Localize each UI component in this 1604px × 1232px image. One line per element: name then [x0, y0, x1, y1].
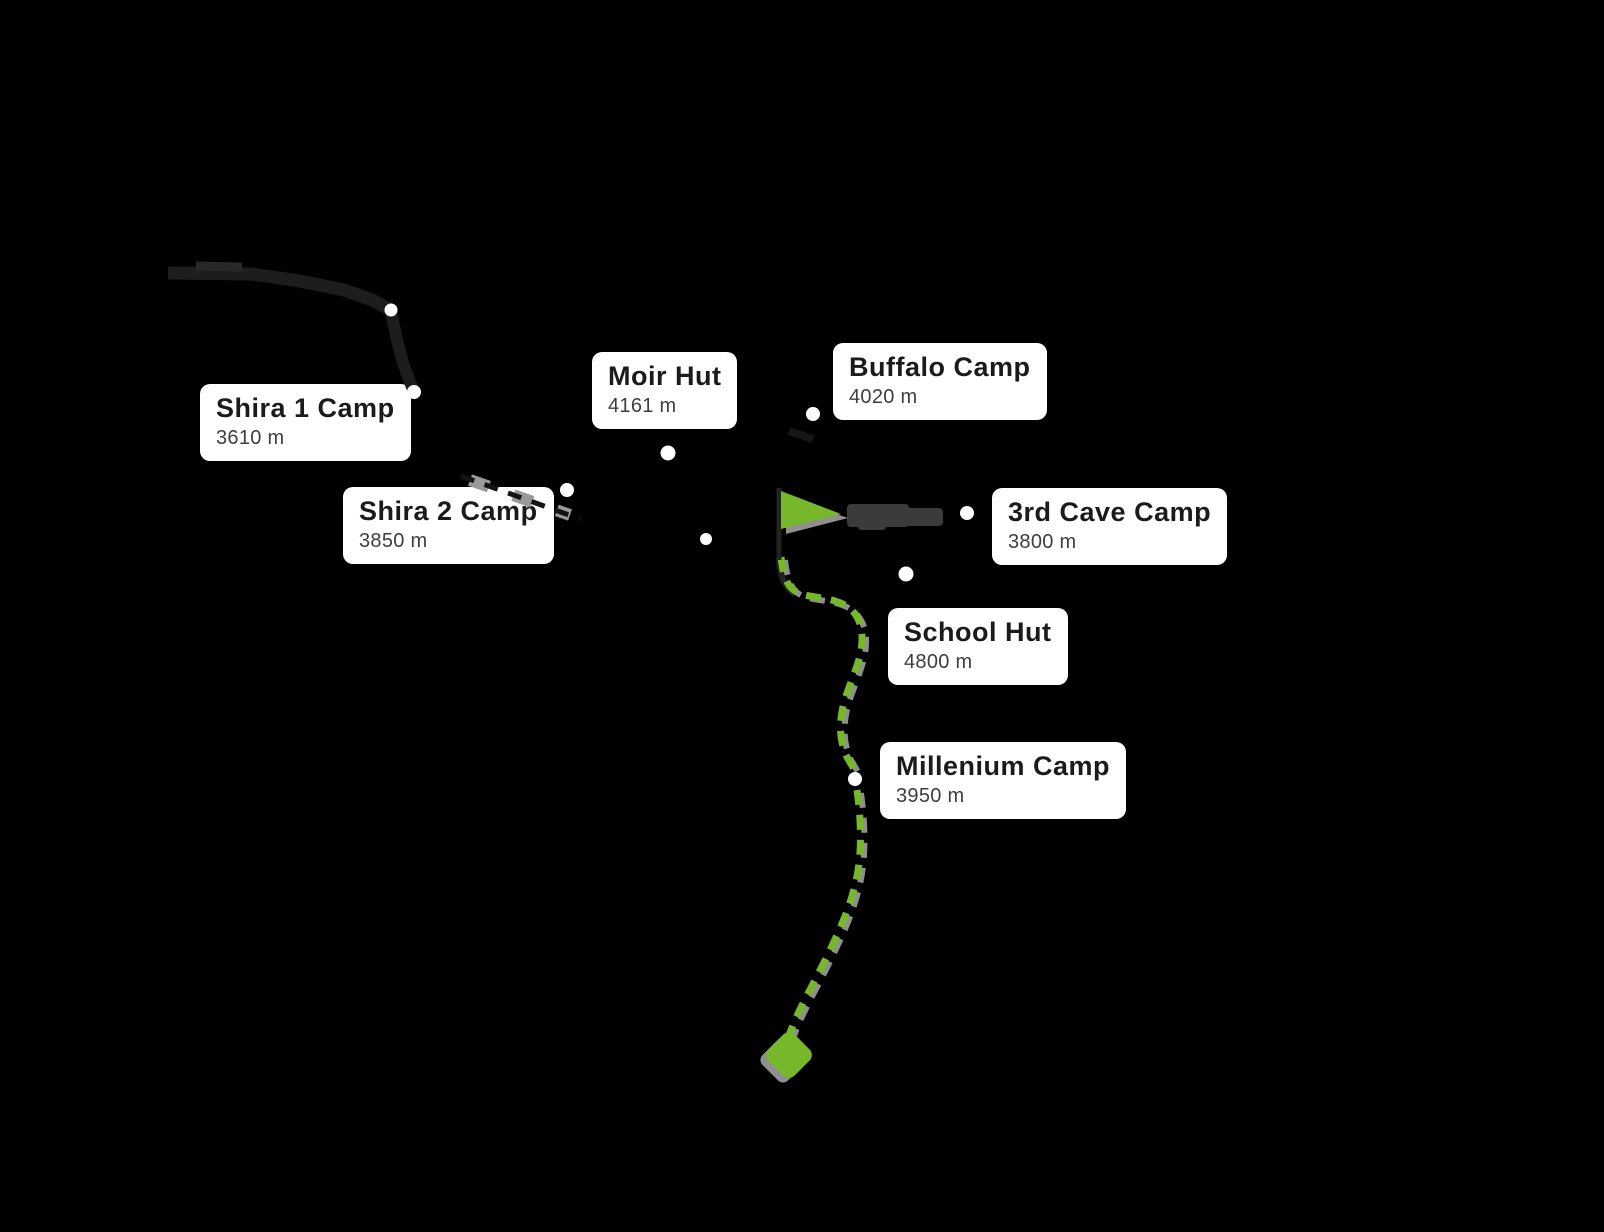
route-dark-underlay	[776, 557, 797, 597]
waypoint-dot	[898, 566, 914, 582]
diamond-marker	[766, 1032, 812, 1078]
waypoint-dot	[960, 506, 974, 520]
location-elevation: 3950 m	[896, 785, 965, 808]
location-name: Moir Hut	[608, 361, 722, 391]
location-name: School Hut	[904, 617, 1052, 647]
route-green-dashed	[777, 556, 866, 1040]
waypoint-dot	[384, 303, 398, 317]
flag-pennant	[781, 491, 841, 529]
trail-segment	[167, 266, 395, 316]
label-shira-2-camp: Shira 2 Camp 3850 m	[343, 487, 554, 565]
location-elevation: 4161 m	[608, 395, 677, 418]
location-name: Shira 2 Camp	[359, 496, 538, 526]
label-buffalo-camp: Buffalo Camp 4020 m	[833, 343, 1047, 421]
ridge-shape	[847, 504, 943, 530]
location-elevation: 4800 m	[904, 651, 973, 674]
waypoint-dot	[560, 483, 574, 497]
location-name: Millenium Camp	[896, 751, 1111, 781]
trail-segment	[195, 261, 243, 272]
label-millenium-camp: Millenium Camp 3950 m	[880, 742, 1127, 820]
location-name: 3rd Cave Camp	[1008, 497, 1212, 527]
label-shira-1-camp: Shira 1 Camp 3610 m	[200, 384, 411, 462]
waypoint-dot	[848, 772, 862, 786]
route-shadow	[782, 559, 870, 1043]
flag-icon	[776, 488, 848, 560]
label-3rd-cave-camp: 3rd Cave Camp 3800 m	[992, 488, 1228, 566]
diamond-icon	[760, 1032, 812, 1083]
trail-segment	[787, 427, 815, 443]
waypoint-dot	[660, 445, 676, 461]
location-elevation: 3800 m	[1008, 531, 1077, 554]
summit-route	[776, 556, 870, 1043]
label-moir-hut: Moir Hut 4161 m	[592, 352, 738, 430]
trail-segment	[385, 310, 420, 395]
flag-shadow	[786, 497, 848, 534]
waypoint-dot	[700, 533, 712, 545]
location-elevation: 3850 m	[359, 530, 428, 553]
location-name: Shira 1 Camp	[216, 393, 395, 423]
label-school-hut: School Hut 4800 m	[888, 608, 1068, 686]
diamond-shadow	[760, 1037, 806, 1083]
location-elevation: 3610 m	[216, 427, 285, 450]
location-elevation: 4020 m	[849, 386, 918, 409]
waypoint-dot	[806, 407, 820, 421]
location-name: Buffalo Camp	[849, 352, 1031, 382]
